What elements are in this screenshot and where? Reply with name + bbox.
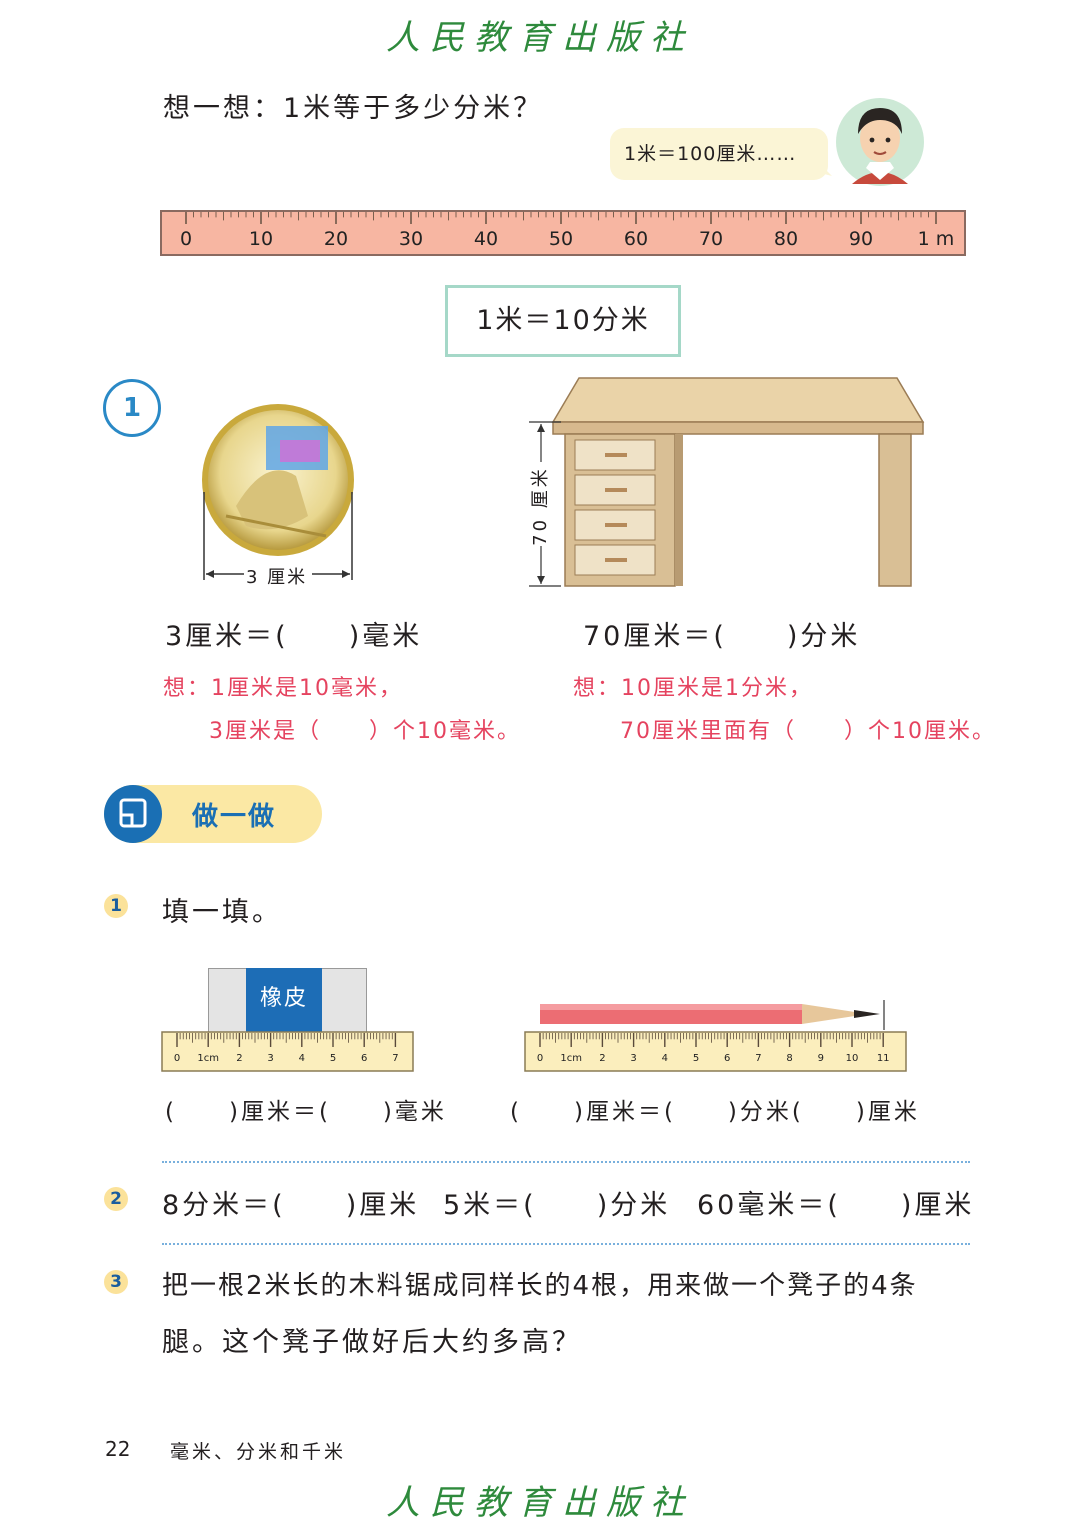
ruler-label: 6 <box>724 1053 731 1064</box>
ruler-label: 3 <box>630 1053 637 1064</box>
ruler-label: 70 <box>698 228 724 250</box>
hint-right-line1: 想：10厘米是1分米， <box>573 676 813 701</box>
eraser-label: 橡皮 <box>246 968 322 1032</box>
ruler-label: 7 <box>755 1053 762 1064</box>
exercise-1-number: 1 <box>104 894 128 918</box>
long-ruler-labels: 0 1cm 2 3 4 5 6 7 8 9 10 11 <box>524 1053 908 1069</box>
meter-ruler-labels: 0 10 20 30 40 50 60 70 80 90 1 m <box>160 228 968 252</box>
ruler-label: 50 <box>548 228 574 250</box>
exercise-1-left-answer: ( )厘米＝( )毫米 <box>165 1099 447 1125</box>
exercise-1-right-answer: ( )厘米＝( )分米( )厘米 <box>510 1099 920 1125</box>
ruler-label: 10 <box>845 1053 859 1064</box>
think-question: 想一想：1米等于多少分米？ <box>163 93 544 124</box>
long-ruler-ticks <box>539 1033 884 1047</box>
coin-illustration <box>202 404 354 580</box>
desk-height-label: 70 厘米 <box>530 466 551 546</box>
equation-text: 1米＝10分米 <box>476 305 650 336</box>
ruler-label: 6 <box>361 1053 368 1064</box>
exercise-2-b: 5米＝( )分米 <box>443 1190 671 1221</box>
exercise-2-number: 2 <box>104 1187 128 1211</box>
speech-bubble-text: 1米＝100厘米…… <box>624 143 797 165</box>
coin-size-label: 3 厘米 <box>246 567 308 588</box>
divider-1 <box>162 1161 970 1163</box>
example-question-right: 70厘米＝( )分米 <box>583 621 861 652</box>
ruler-label: 60 <box>623 228 649 250</box>
section-title: 做一做 <box>192 802 277 832</box>
hint-right-line2: 70厘米里面有（ ）个10厘米。 <box>620 719 996 744</box>
ruler-label: 0 <box>536 1053 544 1064</box>
meter-ruler-ticks <box>185 212 937 224</box>
ruler-label: 8 <box>786 1053 793 1064</box>
ruler-label: 4 <box>661 1053 668 1064</box>
ruler-label: 1cm <box>560 1053 582 1064</box>
ruler-label: 10 <box>248 228 274 250</box>
ruler-label: 1cm <box>197 1053 219 1064</box>
pencil <box>540 1000 885 1030</box>
ruler-label: 4 <box>298 1053 305 1064</box>
ruler-label: 0 <box>173 1053 181 1064</box>
exercise-1-title: 填一填。 <box>162 897 282 928</box>
practice-icon <box>104 785 162 843</box>
ruler-label: 7 <box>392 1053 399 1064</box>
ruler-label: 90 <box>848 228 874 250</box>
ruler-label: 3 <box>267 1053 274 1064</box>
ruler-label: 5 <box>329 1053 337 1064</box>
ruler-label: 0 <box>179 228 193 250</box>
exercise-3-line2: 腿。这个凳子做好后大约多高？ <box>162 1327 582 1358</box>
chapter-title: 毫米、分米和千米 <box>170 1441 347 1463</box>
ruler-label: 2 <box>236 1053 243 1064</box>
ruler-label: 20 <box>323 228 349 250</box>
small-ruler-labels: 0 1cm 2 3 4 5 6 7 <box>161 1053 415 1069</box>
publisher-watermark-bottom: 人民教育出版社 <box>386 1483 694 1523</box>
publisher-watermark-top: 人民教育出版社 <box>386 18 694 58</box>
hint-left-line1: 想：1厘米是10毫米， <box>163 676 403 701</box>
divider-2 <box>162 1243 970 1245</box>
example-number: 1 <box>103 379 161 437</box>
boy-avatar <box>836 98 924 186</box>
ruler-label: 80 <box>773 228 799 250</box>
speech-bubble-tail <box>808 152 832 176</box>
hint-left-line2: 3厘米是（ ）个10毫米。 <box>209 719 521 744</box>
ruler-label: 2 <box>599 1053 606 1064</box>
page-number: 22 <box>105 1437 131 1461</box>
equation-box: 1米＝10分米 <box>445 285 681 357</box>
exercise-2-c: 60毫米＝( )厘米 <box>697 1190 975 1221</box>
ruler-label: 5 <box>692 1053 700 1064</box>
exercise-3-number: 3 <box>104 1270 128 1294</box>
exercise-3-line1: 把一根2米长的木料锯成同样长的4根，用来做一个凳子的4条 <box>162 1271 918 1301</box>
exercise-2-a: 8分米＝( )厘米 <box>162 1190 420 1221</box>
long-ruler <box>524 1031 907 1072</box>
speech-bubble: 1米＝100厘米…… <box>610 128 828 180</box>
example-question-left: 3厘米＝( )毫米 <box>165 621 423 652</box>
section-header: 做一做 <box>104 785 322 843</box>
meter-ruler <box>160 210 966 256</box>
small-ruler <box>161 1031 414 1072</box>
ruler-label: 1 m <box>917 228 955 250</box>
ruler-label: 11 <box>876 1053 890 1064</box>
small-ruler-ticks <box>176 1033 397 1047</box>
desk-illustration <box>529 377 925 587</box>
ruler-label: 9 <box>817 1053 824 1064</box>
ruler-label: 40 <box>473 228 499 250</box>
ruler-label: 30 <box>398 228 424 250</box>
